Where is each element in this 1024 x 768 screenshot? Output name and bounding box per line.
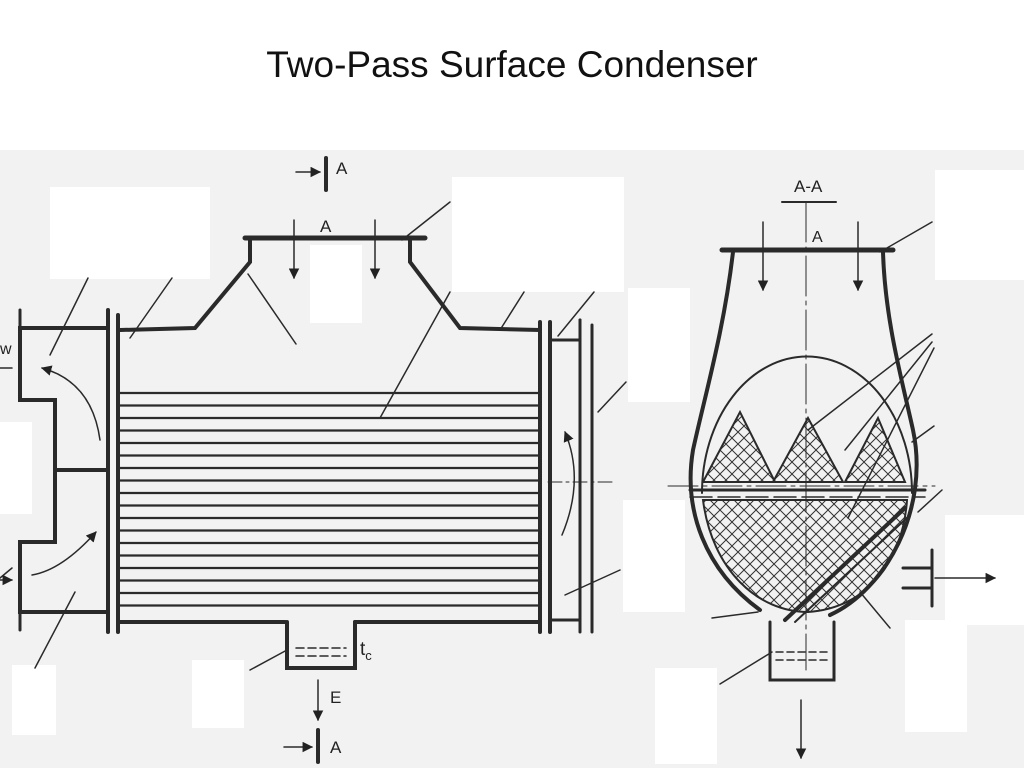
left-stub-label: w (0, 341, 12, 358)
tube-bank-right (843, 415, 907, 483)
section-inlet-label: A (812, 229, 823, 246)
tube-bundle (118, 391, 540, 607)
section-marker-top: A (336, 159, 348, 178)
condensate-temp-label: tc (360, 639, 372, 663)
diagram-labels: A A w tc E A A-A A (0, 159, 823, 757)
tube-bank-center (771, 415, 845, 483)
condenser-section-view (667, 201, 997, 760)
section-title: A-A (794, 177, 823, 196)
tube-bank-left (701, 409, 777, 483)
tube-bank-lower (701, 499, 909, 614)
slide-title: Two-Pass Surface Condenser (266, 44, 758, 85)
section-marker-bottom: A (330, 738, 342, 757)
label-masks (0, 170, 1024, 764)
exit-label: E (330, 688, 341, 707)
steam-inlet-label: A (320, 217, 332, 236)
condenser-diagram: A A w tc E A A-A A (0, 150, 1024, 768)
